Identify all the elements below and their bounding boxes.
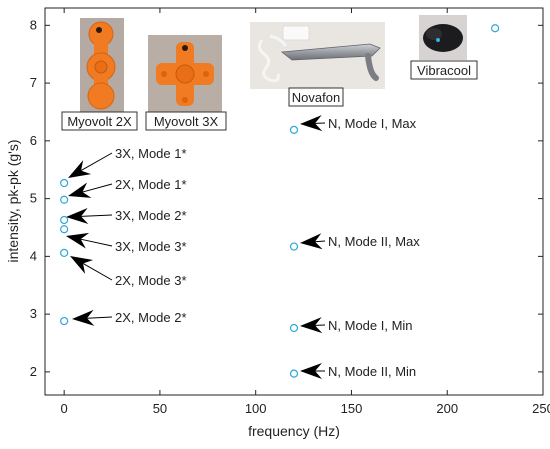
y-tick-label: 8 <box>30 17 37 32</box>
x-tick-label: 50 <box>153 401 167 416</box>
annotation-arrow-shaft <box>80 214 113 217</box>
annotation-arrow-head <box>300 317 323 334</box>
annotation-arrow-shaft <box>80 152 113 172</box>
x-tick-label: 250 <box>532 401 550 416</box>
data-point <box>491 24 500 33</box>
data-point <box>289 125 299 134</box>
annotation-label: 2X, Mode 1* <box>115 177 187 192</box>
data-point <box>60 225 69 234</box>
y-tick-label: 2 <box>30 364 37 379</box>
x-tick-label: 200 <box>436 401 458 416</box>
y-tick-label: 6 <box>30 133 37 148</box>
annotation-label: 2X, Mode 2* <box>115 310 187 325</box>
device-label-box-novafon <box>288 87 344 107</box>
annotation-arrow-head <box>300 115 323 132</box>
x-tick-label: 150 <box>341 401 363 416</box>
annotation-arrow-shaft <box>82 183 113 193</box>
y-tick-label: 5 <box>30 191 37 206</box>
device-photo-vibracool <box>419 15 467 60</box>
device-label-box-myovolt-2x <box>61 111 138 131</box>
device-label-myovolt-2x: Myovolt 2X <box>67 114 132 129</box>
annotation-label: N, Mode II, Min <box>328 364 416 379</box>
annotation-arrow-head <box>68 182 92 198</box>
annotation-label: 3X, Mode 3* <box>115 239 187 254</box>
data-markers <box>60 24 500 378</box>
annotation-arrow-head <box>70 256 94 274</box>
device-photo-myovolt-2x <box>80 18 124 113</box>
device-photo-novafon <box>250 22 385 89</box>
annotation-label: 3X, Mode 1* <box>115 146 187 161</box>
device-label-box-myovolt-3x <box>145 111 227 131</box>
data-point <box>289 323 299 333</box>
annotations: 3X, Mode 1* 2X, Mode 1* 3X, Mode 2* 3X, Mod… <box>66 115 420 379</box>
x-axis-label: frequency (Hz) <box>248 423 340 439</box>
annotation-arrow-head <box>66 232 90 249</box>
device-photo-myovolt-3x <box>148 35 222 113</box>
data-point <box>60 178 69 188</box>
annotation-arrow-head <box>300 233 323 250</box>
y-tick-label: 7 <box>30 75 37 90</box>
annotation-arrow-shaft <box>80 238 113 247</box>
annotation-label: 3X, Mode 2* <box>115 208 187 223</box>
x-tick-label: 100 <box>245 401 267 416</box>
x-tick-label: 0 <box>61 401 68 416</box>
annotation-label: N, Mode I, Max <box>328 116 417 131</box>
annotation-label: N, Mode I, Min <box>328 318 413 333</box>
annotation-arrow-head <box>68 160 92 178</box>
data-point <box>60 316 69 326</box>
data-point <box>289 242 299 251</box>
annotation-label: 2X, Mode 3* <box>115 273 187 288</box>
y-tick-labels: 2 3 4 5 6 7 8 <box>30 17 37 379</box>
annotation-arrow-head <box>72 309 95 326</box>
y-tick-label: 3 <box>30 306 37 321</box>
annotation-arrow-shaft <box>314 240 326 243</box>
device-label-vibracool: Vibracool <box>417 63 471 78</box>
data-point <box>60 195 69 204</box>
annotation-arrow-head <box>300 363 322 379</box>
y-axis-label: intensity, pk-pk (g's) <box>5 139 21 262</box>
annotation-arrow-shaft <box>86 316 113 319</box>
device-label-box-vibracool <box>410 60 478 80</box>
annotation-arrow-shaft <box>82 263 113 281</box>
device-label-myovolt-3x: Myovolt 3X <box>154 114 219 129</box>
y-tick-label: 4 <box>30 248 37 263</box>
data-point <box>289 369 299 378</box>
x-tick-labels: 0 50 100 150 200 250 <box>61 401 550 416</box>
data-point <box>60 215 69 225</box>
axis-ticks <box>45 8 544 395</box>
annotation-label: N, Mode II, Max <box>328 234 420 249</box>
device-label-novafon: Novafon <box>292 90 340 105</box>
annotation-arrow-head <box>66 208 89 225</box>
data-point <box>60 248 69 258</box>
